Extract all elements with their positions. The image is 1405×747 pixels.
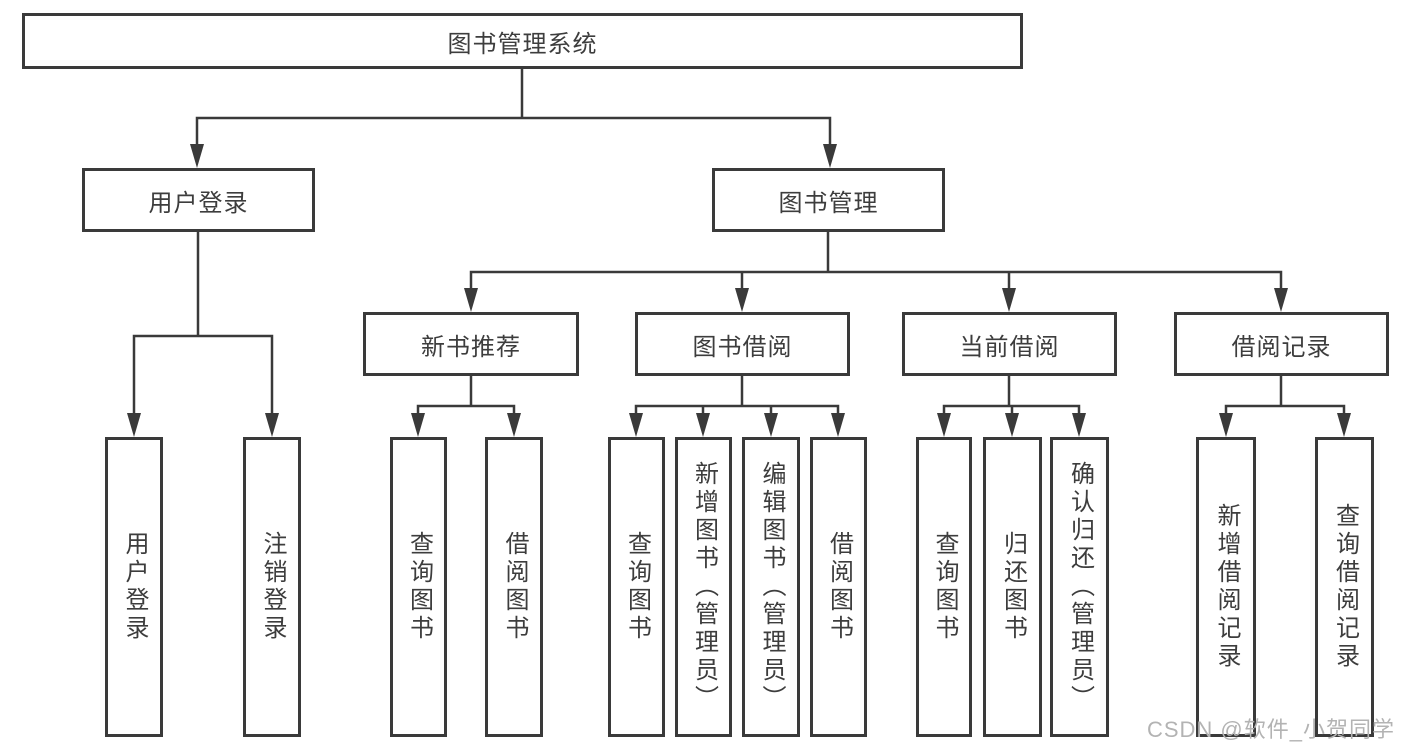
leaf-borrow-books-recommend: 借阅图书 — [485, 437, 543, 737]
node-book-borrow: 图书借阅 — [635, 312, 850, 376]
leaf-add-borrow-record: 新增借阅记录 — [1196, 437, 1256, 737]
node-current-borrow: 当前借阅 — [902, 312, 1117, 376]
leaf-return-books: 归还图书 — [983, 437, 1042, 737]
leaf-query-books-current: 查询图书 — [916, 437, 972, 737]
csdn-watermark: CSDN @软件_小贺同学 — [1146, 717, 1395, 742]
leaf-query-borrow-record: 查询借阅记录 — [1315, 437, 1374, 737]
node-borrow-records: 借阅记录 — [1174, 312, 1389, 376]
leaf-add-book-admin: 新增图书（管理员） — [675, 437, 732, 737]
leaf-borrow-books: 借阅图书 — [810, 437, 867, 737]
leaf-edit-book-admin: 编辑图书（管理员） — [742, 437, 800, 737]
leaf-confirm-return-admin: 确认归还（管理员） — [1050, 437, 1109, 737]
arrowheads — [127, 144, 1351, 437]
node-user-login: 用户登录 — [82, 168, 315, 232]
leaf-user-login: 用户登录 — [105, 437, 163, 737]
node-root: 图书管理系统 — [22, 13, 1023, 69]
leaf-query-books-borrow: 查询图书 — [608, 437, 665, 737]
leaf-logout: 注销登录 — [243, 437, 301, 737]
node-book-management: 图书管理 — [712, 168, 945, 232]
node-new-book-recommend: 新书推荐 — [363, 312, 579, 376]
leaf-query-books-recommend: 查询图书 — [390, 437, 447, 737]
